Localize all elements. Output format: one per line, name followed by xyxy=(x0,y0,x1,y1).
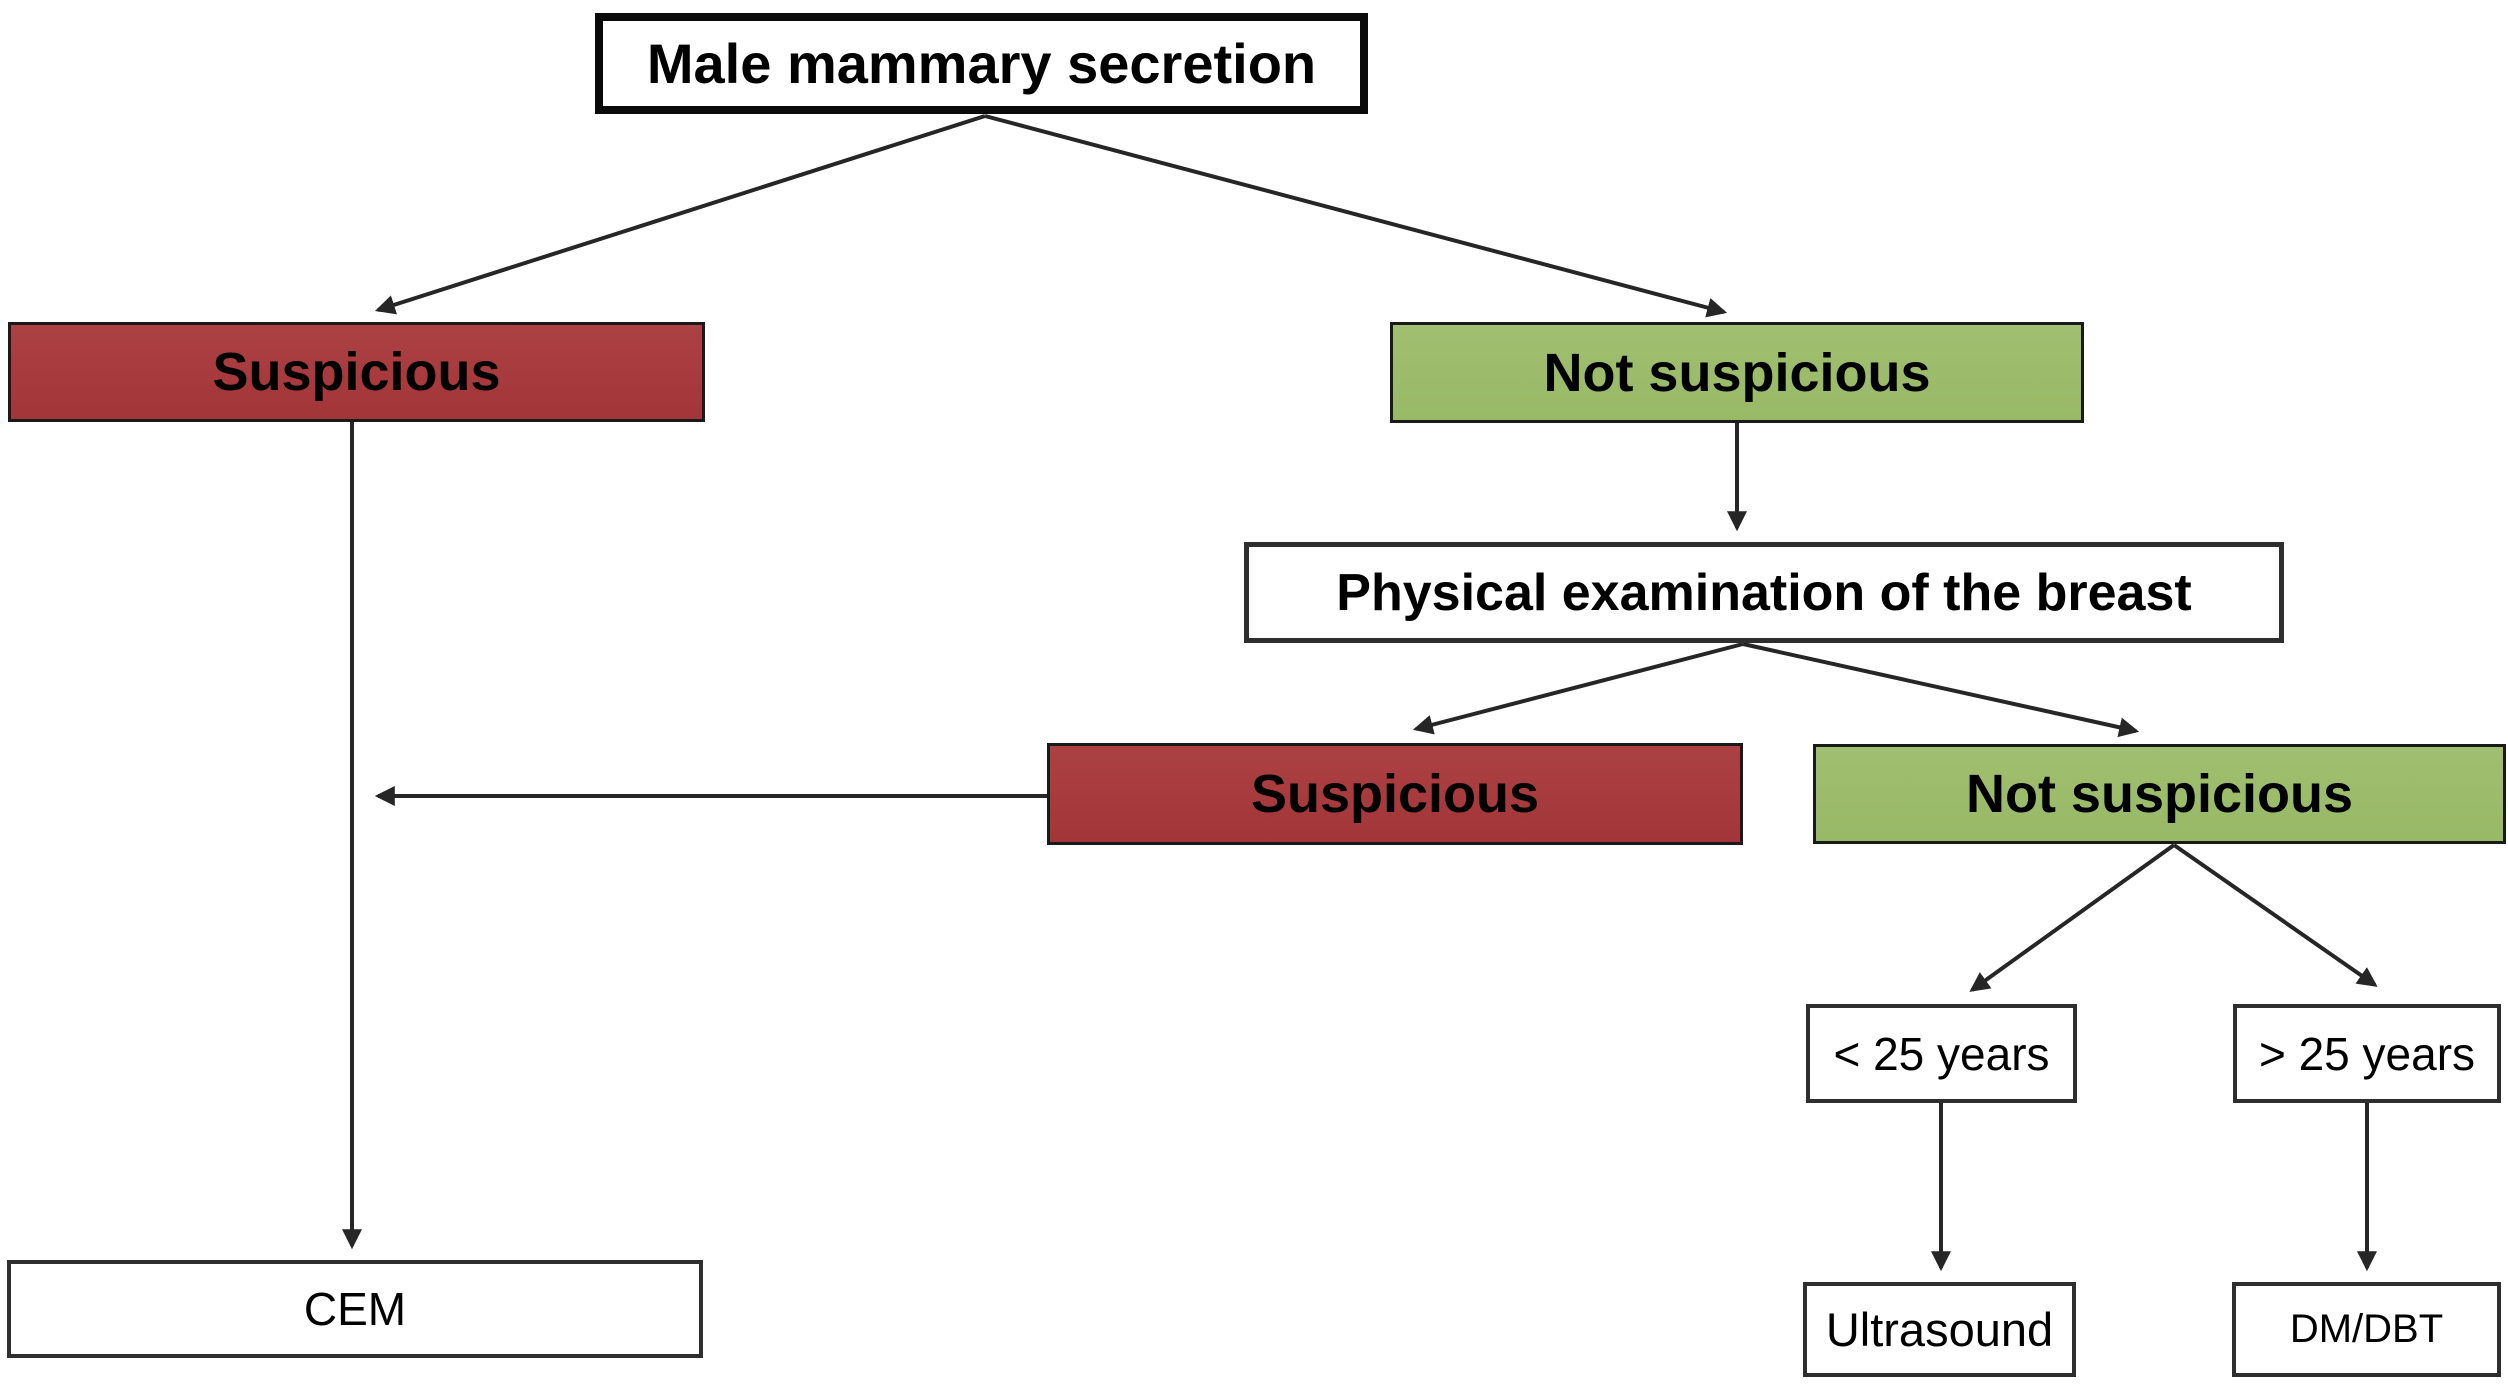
node-dm-dbt: DM/DBT xyxy=(2232,1282,2501,1377)
node-not-suspicious-2: Not suspicious xyxy=(1813,744,2506,844)
arrow-physical-exam-to-suspicious2 xyxy=(1412,642,1744,735)
node-male-mammary-secretion: Male mammary secretion xyxy=(595,13,1368,114)
node-suspicious-2: Suspicious xyxy=(1047,743,1743,845)
node-not-suspicious-1: Not suspicious xyxy=(1390,322,2084,423)
node-ultrasound: Ultrasound xyxy=(1803,1282,2076,1377)
arrow-root-to-not-suspicious1 xyxy=(984,114,1728,318)
arrow-root-to-suspicious1 xyxy=(374,114,986,315)
node-cem: CEM xyxy=(7,1260,703,1358)
arrow-physical-exam-to-not-suspicious2 xyxy=(1742,642,2140,738)
arrow-not-suspicious2-to-over25 xyxy=(2172,843,2378,987)
arrow-not-suspicious2-to-under25 xyxy=(1969,843,2176,992)
node-suspicious-1: Suspicious xyxy=(8,322,705,422)
node-over-25-years: > 25 years xyxy=(2233,1004,2501,1103)
node-under-25-years: < 25 years xyxy=(1806,1004,2077,1103)
node-physical-examination: Physical examination of the breast xyxy=(1244,542,2284,643)
